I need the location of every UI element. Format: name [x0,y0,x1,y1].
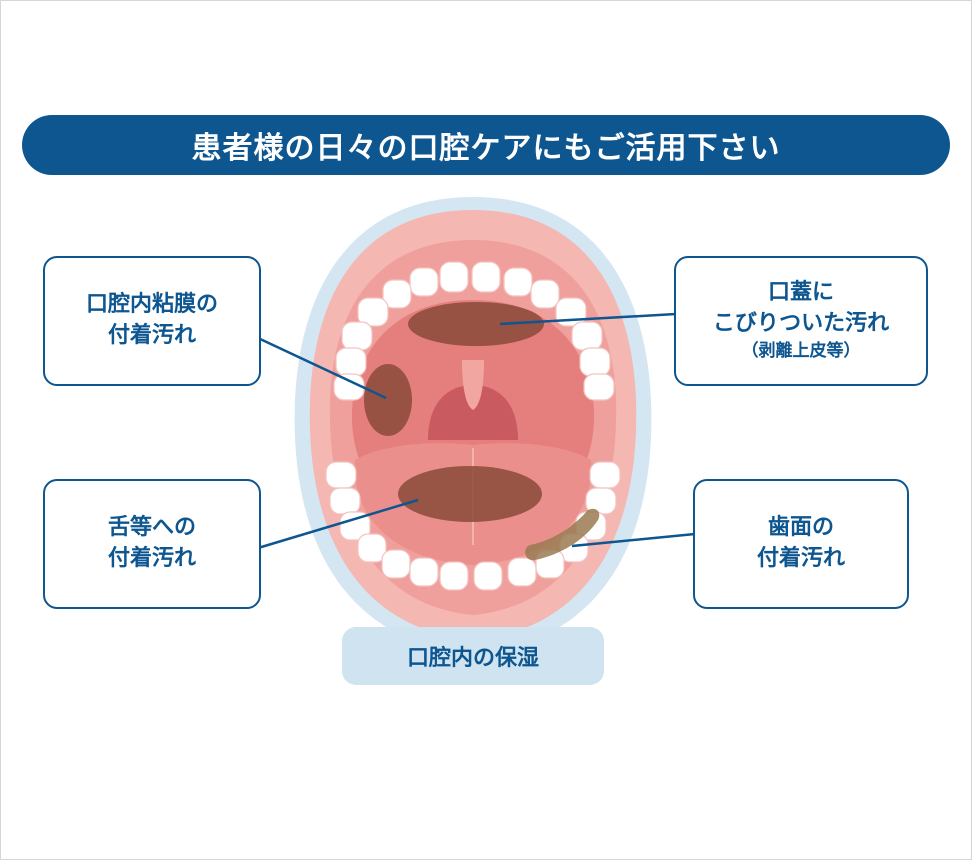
palate-stain [408,302,544,346]
tooth-stain [525,508,600,561]
upper-teeth [333,261,615,401]
throat [428,385,518,440]
callout-mucosa-stain: 口腔内粘膜の 付着汚れ [43,256,261,386]
mucosa-stain [364,364,412,436]
leader-tongue [257,498,419,550]
page-title-banner: 患者様の日々の口腔ケアにもご活用下さい [22,115,950,175]
leader-palate [499,312,677,326]
callout-teeth-line1: 歯面の [767,515,834,541]
uvula [462,360,484,410]
callout-palate-note: （剥離上皮等） [741,340,861,361]
callout-tongue-line2: 付着汚れ [107,546,196,571]
moisture-label: 口腔内の保湿 [342,627,604,685]
callout-tongue-stain: 舌等への 付着汚れ [43,479,261,609]
leader-mucosa [257,336,387,400]
callout-teeth-line2: 付着汚れ [756,546,845,571]
leader-teeth [571,532,696,548]
callout-teeth-stain: 歯面の 付着汚れ [693,479,909,609]
tongue-stain [398,466,542,522]
callout-mucosa-line1: 口腔内粘膜の [85,292,218,318]
callout-mucosa-line2: 付着汚れ [107,323,196,348]
callout-palate-line2: こびりついた汚れ [712,311,890,337]
callout-tongue-line1: 舌等への [107,515,196,541]
callout-palate-line1: 口蓋に [767,280,834,306]
callout-palate-stain: 口蓋に こびりついた汚れ （剥離上皮等） [674,256,928,386]
